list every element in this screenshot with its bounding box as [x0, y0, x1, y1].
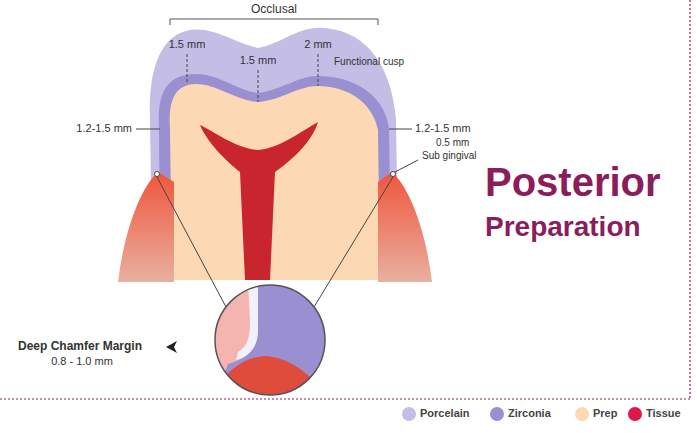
dimension-label: 1.5 mm [240, 54, 277, 67]
dimension-label: 0.8 - 1.0 mm [51, 355, 113, 368]
legend-label: Prep [593, 407, 617, 420]
dimension-label: 2 mm [304, 38, 332, 51]
subtitle-text: Preparation [485, 210, 641, 244]
magnifier-leader [157, 177, 226, 307]
dimension-tick [136, 129, 160, 130]
dimension-label: 0.5 mm [436, 137, 469, 149]
gingiva [118, 172, 174, 282]
dimension-label: 1.2-1.5 mm [76, 122, 132, 135]
legend-label: Tissue [646, 407, 681, 420]
magnifier-circle [215, 285, 325, 395]
legend-swatch [490, 407, 504, 421]
legend-label: Porcelain [420, 407, 470, 420]
dimension-tick [389, 129, 412, 130]
pulp [200, 122, 318, 280]
margin-marker [391, 172, 396, 177]
part-label: Sub gingival [422, 150, 476, 162]
legend-swatch [628, 407, 642, 421]
title-text: Posterior [485, 158, 661, 206]
magnifier-leader [314, 177, 393, 307]
dimension-label: 1.5 mm [169, 38, 206, 51]
magnified-margin [210, 280, 340, 400]
leader-line [395, 160, 418, 172]
occlusal-bracket [170, 19, 378, 25]
legend-swatch [402, 407, 416, 421]
legend-label: Zirconia [508, 407, 551, 420]
legend-swatch [575, 407, 589, 421]
dimension-lines [187, 54, 318, 102]
frame-dashed [689, 0, 690, 399]
dimension-label: 1.2-1.5 mm [415, 122, 471, 135]
margin-marker [155, 172, 160, 177]
callout-label: Deep Chamfer Margin [18, 339, 142, 353]
frame-dashed [0, 398, 690, 399]
pointer-arrow [166, 341, 177, 353]
view-label: Occlusal [251, 2, 297, 16]
part-label: Functional cusp [334, 56, 404, 68]
